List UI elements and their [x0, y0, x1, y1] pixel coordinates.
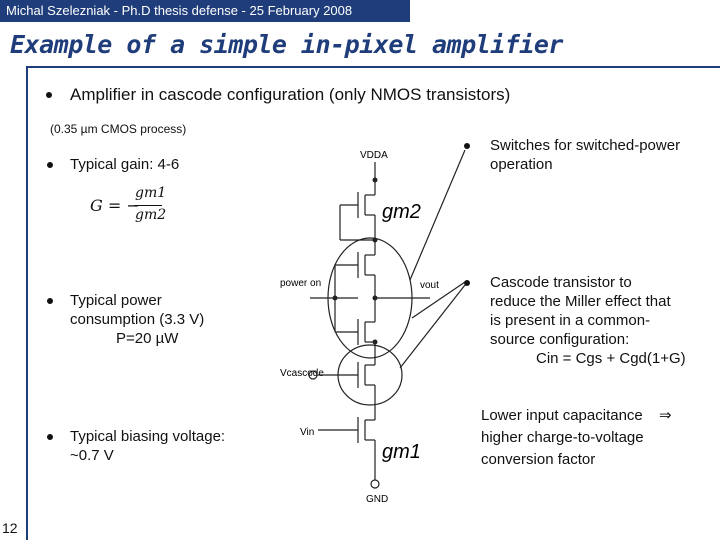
bullet-switches: Switches for switched-power operation: [490, 136, 680, 174]
bias-line-2: ~0.7 V: [70, 447, 114, 464]
implies-arrow-icon: ⇒: [658, 407, 672, 424]
vout-label: vout: [420, 280, 439, 291]
switches-line-1: Switches for switched-power: [490, 137, 681, 154]
power-line-1: Typical power: [70, 292, 162, 309]
gnd-terminal: [370, 479, 380, 489]
left-strip: [0, 66, 28, 540]
bullet-dot: [464, 280, 470, 286]
cascode-tr-line-3: is present in a common-: [490, 312, 651, 329]
cascode-tr-line-2: reduce the Miller effect that: [490, 293, 671, 310]
vin-label: Vin: [300, 427, 314, 438]
gnd-label: GND: [366, 494, 388, 505]
bullet-dot: [46, 92, 52, 98]
cap-note-line-1: Lower input capacitance ⇒: [481, 405, 701, 427]
title-rule: [0, 66, 720, 68]
cascode-tr-line-4: source configuration:: [490, 331, 630, 348]
bullet-power: Typical power consumption (3.3 V) P=20 µ…: [70, 291, 204, 348]
gain-formula-bar: [134, 205, 162, 206]
cap-note-text-1: Lower input capacitance: [481, 407, 643, 424]
cascode-callout-line: [399, 284, 466, 369]
cap-note-line-3: conversion factor: [481, 451, 596, 468]
cap-note-line-2: higher charge-to-voltage: [481, 429, 644, 446]
cascode-highlight-circle: [337, 344, 403, 406]
vcascode-label: Vcascode: [280, 368, 324, 379]
power-on-label: power on: [280, 278, 321, 289]
bullet-cascode: Amplifier in cascode configuration (only…: [70, 85, 511, 104]
gain-formula: G = − gm1 gm2: [90, 185, 180, 230]
bullet-dot: [47, 298, 53, 304]
bullet-dot: [47, 434, 53, 440]
slide-number: 12: [2, 520, 18, 536]
process-note: (0.35 µm CMOS process): [50, 122, 187, 136]
capacitance-note: Lower input capacitance ⇒ higher charge-…: [481, 405, 701, 471]
switches-callout-line-2: [411, 281, 466, 319]
bullet-bias: Typical biasing voltage: ~0.7 V: [70, 427, 225, 465]
header-bar: Michal Szelezniak - Ph.D thesis defense …: [0, 0, 410, 22]
cin-formula: Cin = Cgs + Cgd(1+G): [536, 350, 686, 367]
gain-formula-den: gm2: [135, 207, 167, 223]
bullet-gain: Typical gain: 4-6: [70, 156, 180, 173]
power-line-2: consumption (3.3 V): [70, 311, 205, 328]
switches-highlight-circle: [327, 237, 413, 359]
gain-formula-num: gm1: [135, 185, 167, 201]
switches-line-2: operation: [490, 156, 553, 173]
vdda-label: VDDA: [360, 150, 388, 161]
bullet-dot: [47, 162, 53, 168]
cascode-circuit-diagram: VDDA power on vout Vcascode Vin GND gm2 …: [280, 149, 466, 505]
gain-formula-lhs: G = −: [90, 196, 140, 215]
vcascode-terminal: [308, 370, 318, 380]
bullet-dot: [464, 143, 470, 149]
bullet-cascode-transistor: Cascode transistor to reduce the Miller …: [490, 273, 686, 368]
switches-callout-line: [409, 149, 466, 281]
gm1-label: gm1: [382, 441, 421, 463]
gm2-label: gm2: [382, 201, 421, 223]
bias-line-1: Typical biasing voltage:: [70, 428, 226, 445]
header-text: Michal Szelezniak - Ph.D thesis defense …: [6, 3, 353, 18]
slide-title: Example of a simple in-pixel amplifier: [10, 30, 563, 59]
power-line-3: P=20 µW: [116, 330, 179, 347]
cascode-tr-line-1: Cascode transistor to: [490, 274, 632, 291]
